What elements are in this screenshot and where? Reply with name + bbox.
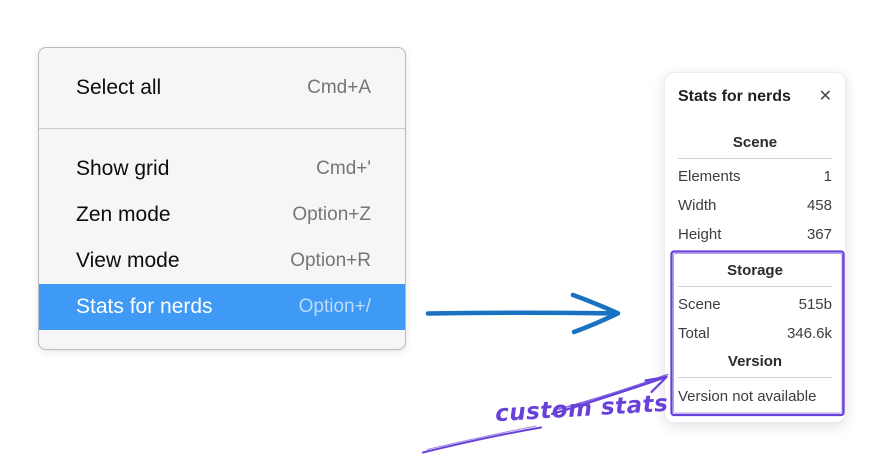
stat-label: Width — [678, 197, 717, 214]
stats-panel-title: Stats for nerds — [678, 88, 791, 105]
stat-value: 458 — [806, 197, 832, 214]
stat-row-height: Height 367 — [678, 220, 832, 249]
flow-arrow — [425, 292, 621, 335]
stat-row-width: Width 458 — [678, 191, 832, 220]
annotation-underline-stroke — [422, 425, 542, 454]
stat-value: 367 — [806, 226, 832, 243]
stat-label: Total — [678, 325, 710, 342]
section-divider — [678, 158, 832, 159]
menu-group: Show grid Cmd+' Zen mode Option+Z View m… — [39, 129, 405, 330]
menu-item-select-all[interactable]: Select all Cmd+A — [39, 64, 405, 112]
menu-item-stats-for-nerds[interactable]: Stats for nerds Option+/ — [39, 284, 405, 330]
stat-row-scene-storage: Scene 515b — [678, 290, 832, 319]
stat-value: 346.6k — [786, 325, 832, 342]
menu-item-shortcut: Option+R — [290, 250, 371, 271]
menu-item-label: Zen mode — [76, 203, 171, 226]
stat-value: 1 — [823, 168, 832, 185]
version-note: Version not available — [678, 387, 817, 405]
stat-row-elements: Elements 1 — [678, 162, 832, 191]
menu-item-shortcut: Cmd+A — [307, 77, 371, 98]
menu-item-shortcut: Option+/ — [298, 296, 371, 317]
section-divider — [678, 286, 832, 287]
stats-panel-header: Stats for nerds ✕ — [678, 87, 832, 107]
menu-item-show-grid[interactable]: Show grid Cmd+' — [39, 146, 405, 192]
menu-item-shortcut: Cmd+' — [316, 158, 371, 179]
annotation-arrow — [550, 373, 669, 416]
menu-separator — [39, 128, 405, 129]
menu-item-zen-mode[interactable]: Zen mode Option+Z — [39, 192, 405, 238]
menu-item-view-mode[interactable]: View mode Option+R — [39, 238, 405, 284]
stat-label: Scene — [678, 296, 721, 313]
menu-item-label: Select all — [76, 76, 162, 99]
menu-item-shortcut: Option+Z — [292, 204, 371, 225]
section-divider — [678, 377, 832, 378]
section-heading-storage: Storage — [727, 262, 783, 279]
menu-item-label: Stats for nerds — [76, 295, 213, 318]
section-heading-version: Version — [727, 353, 783, 370]
stat-label: Elements — [678, 168, 741, 185]
context-menu: Select all Cmd+A Show grid Cmd+' Zen mod… — [38, 47, 406, 350]
annotation-label: custom stats — [494, 390, 669, 428]
stats-panel: Stats for nerds ✕ Scene Elements 1 Width… — [664, 72, 846, 423]
menu-item-label: View mode — [76, 249, 180, 272]
section-heading-scene: Scene — [732, 134, 778, 151]
stat-label: Height — [678, 226, 722, 243]
stat-value: 515b — [798, 296, 832, 313]
menu-item-label: Show grid — [76, 157, 170, 180]
close-icon[interactable]: ✕ — [818, 88, 832, 105]
stat-row-total-storage: Total 346.6k — [678, 319, 832, 348]
